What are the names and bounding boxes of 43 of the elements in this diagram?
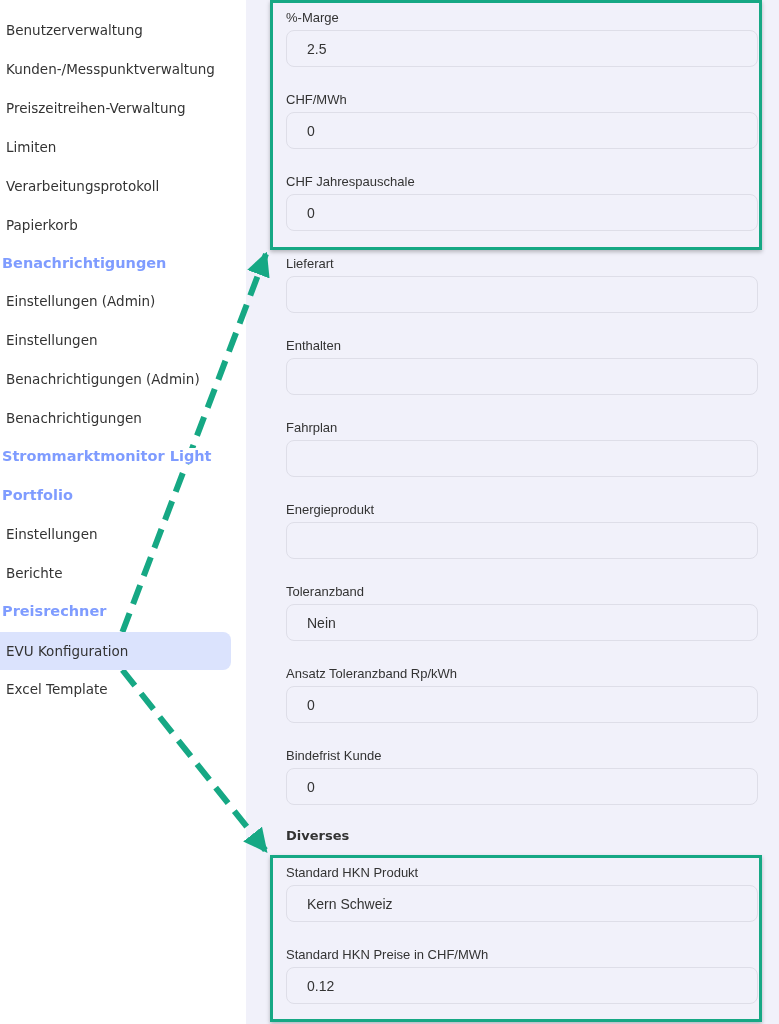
menu-item: Kunden-/Messpunktverwaltung — [6, 61, 215, 77]
selected-menu-item: EVU Konfiguration — [0, 632, 231, 670]
dashed-arrow — [120, 668, 269, 853]
menu-section-heading: Portfolio — [2, 487, 73, 503]
field-label: CHF Jahrespauschale — [286, 174, 415, 189]
field-label: Ansatz Toleranzband Rp/kWh — [286, 666, 458, 681]
field-label: Energieprodukt — [286, 502, 375, 517]
field-label: Toleranzband — [286, 584, 365, 599]
input-field: 0 — [286, 768, 758, 805]
menu-section-heading: Benachrichtigungen — [2, 255, 167, 271]
menu-item: Papierkorb — [6, 217, 78, 233]
menu-item: Benachrichtigungen — [6, 410, 142, 426]
menu-item: Verarbeitungsprotokoll — [6, 178, 160, 194]
input-field: 2.5 — [286, 30, 758, 67]
menu-item: Preiszeitreihen-Verwaltung — [6, 100, 186, 116]
field-label: CHF/MWh — [286, 92, 347, 107]
input-field: 0.12 — [286, 967, 758, 1004]
menu-item: Benachrichtigungen (Admin) — [6, 371, 200, 387]
field-label: Standard HKN Preise in CHF/MWh — [286, 947, 489, 962]
menu-item: Limiten — [6, 139, 57, 155]
input-field: 0 — [286, 686, 758, 723]
menu-item: Einstellungen (Admin) — [6, 293, 156, 309]
menu-item: Berichte — [6, 565, 63, 581]
highlight-frame — [270, 0, 762, 250]
menu-section-heading: Strommarktmonitor Light — [2, 448, 212, 464]
field-label: Enthalten — [286, 338, 341, 353]
field-label: Standard HKN Produkt — [286, 865, 419, 880]
field-label: Fahrplan — [286, 420, 338, 435]
section-heading: Diverses — [286, 828, 350, 843]
menu-item: Einstellungen — [6, 526, 98, 542]
field-label: %-Marge — [286, 10, 339, 25]
field-label: Bindefrist Kunde — [286, 748, 382, 763]
menu-item: Einstellungen — [6, 332, 98, 348]
dashed-arrow — [119, 251, 270, 634]
menu-item: Excel Template — [6, 681, 108, 697]
input-field: 0 — [286, 112, 758, 149]
input-field: Nein — [286, 604, 758, 641]
input-field: 0 — [286, 194, 758, 231]
input-field: Kern Schweiz — [286, 885, 758, 922]
highlight-frame — [270, 855, 762, 1022]
menu-section-heading: Preisrechner — [2, 603, 107, 619]
menu-item: Benutzerverwaltung — [6, 22, 143, 38]
field-label: Lieferart — [286, 256, 334, 271]
